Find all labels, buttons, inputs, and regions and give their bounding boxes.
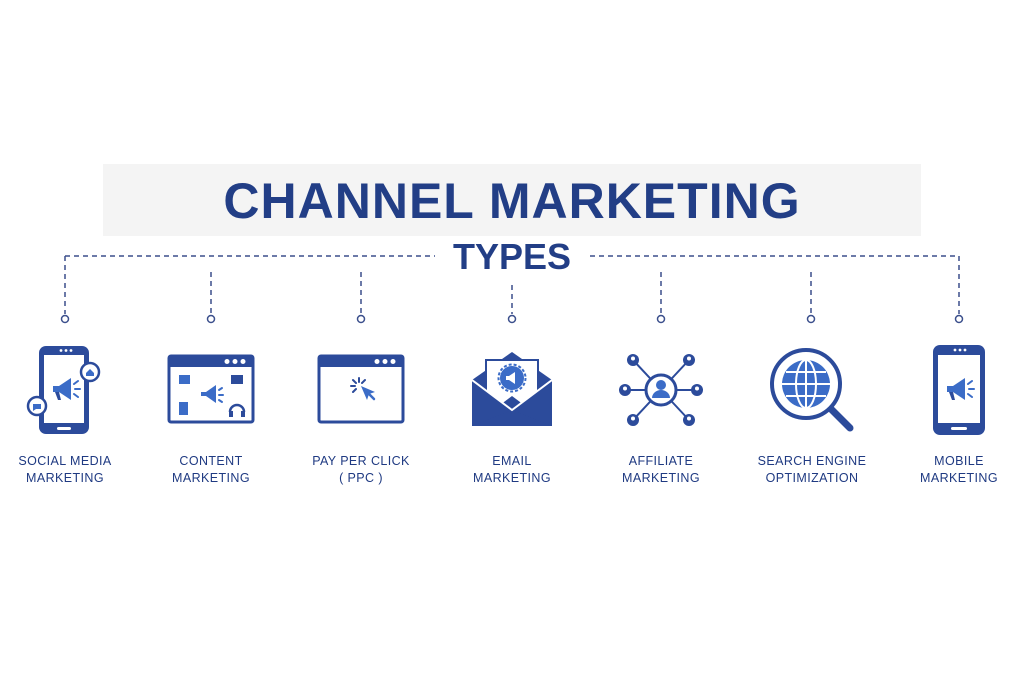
connector-node-2: [206, 314, 216, 324]
connector-node-3: [356, 314, 366, 324]
channel-label-line-2: OPTIMIZATION: [765, 471, 859, 485]
connector-node-4: [507, 314, 517, 324]
channel-content-marketing: CONTENT MARKETING: [141, 340, 281, 500]
channel-label: PAY PER CLICK ( PPC ): [291, 453, 431, 487]
channel-affiliate-marketing: AFFILIATE MARKETING: [591, 340, 731, 500]
channel-label: EMAIL MARKETING: [442, 453, 582, 487]
mobile-megaphone-icon: [909, 340, 1009, 440]
channel-label-line-1: MOBILE: [934, 454, 984, 468]
magnifier-globe-icon: [762, 340, 862, 440]
channel-label-line-1: AFFILIATE: [628, 454, 694, 468]
channel-label-line-1: EMAIL: [492, 454, 532, 468]
channel-pay-per-click: PAY PER CLICK ( PPC ): [291, 340, 431, 500]
envelope-megaphone-icon: [462, 340, 562, 440]
channel-label: CONTENT MARKETING: [141, 453, 281, 487]
title-band: [103, 164, 921, 236]
channel-search-engine-optimization: SEARCH ENGINE OPTIMIZATION: [742, 340, 882, 500]
channel-label-line-2: ( PPC ): [339, 471, 383, 485]
channel-label: SEARCH ENGINE OPTIMIZATION: [742, 453, 882, 487]
channel-label: AFFILIATE MARKETING: [591, 453, 731, 487]
channel-label-line-1: SEARCH ENGINE: [757, 454, 867, 468]
connector-node-5: [656, 314, 666, 324]
browser-content-icon: [161, 340, 261, 440]
channel-label: MOBILE MARKETING: [889, 453, 1024, 487]
channel-email-marketing: EMAIL MARKETING: [442, 340, 582, 500]
channel-label: SOCIAL MEDIA MARKETING: [0, 453, 135, 487]
connector-node-1: [60, 314, 70, 324]
main-title: CHANNEL MARKETING: [223, 173, 801, 229]
connector-node-7: [954, 314, 964, 324]
channel-social-media-marketing: SOCIAL MEDIA MARKETING: [0, 340, 135, 500]
channel-mobile-marketing: MOBILE MARKETING: [889, 340, 1024, 500]
connector-node-6: [806, 314, 816, 324]
channel-label-line-1: CONTENT: [179, 454, 243, 468]
network-people-icon: [611, 340, 711, 440]
channel-label-line-2: MARKETING: [172, 471, 250, 485]
channel-label-line-2: MARKETING: [473, 471, 551, 485]
smartphone-megaphone-icon: [15, 340, 115, 440]
browser-cursor-icon: [311, 340, 411, 440]
channel-label-line-2: MARKETING: [920, 471, 998, 485]
channel-label-line-2: MARKETING: [622, 471, 700, 485]
channel-label-line-1: SOCIAL MEDIA: [18, 454, 112, 468]
subtitle: TYPES: [452, 236, 572, 277]
channel-label-line-2: MARKETING: [26, 471, 104, 485]
channel-label-line-1: PAY PER CLICK: [312, 454, 410, 468]
